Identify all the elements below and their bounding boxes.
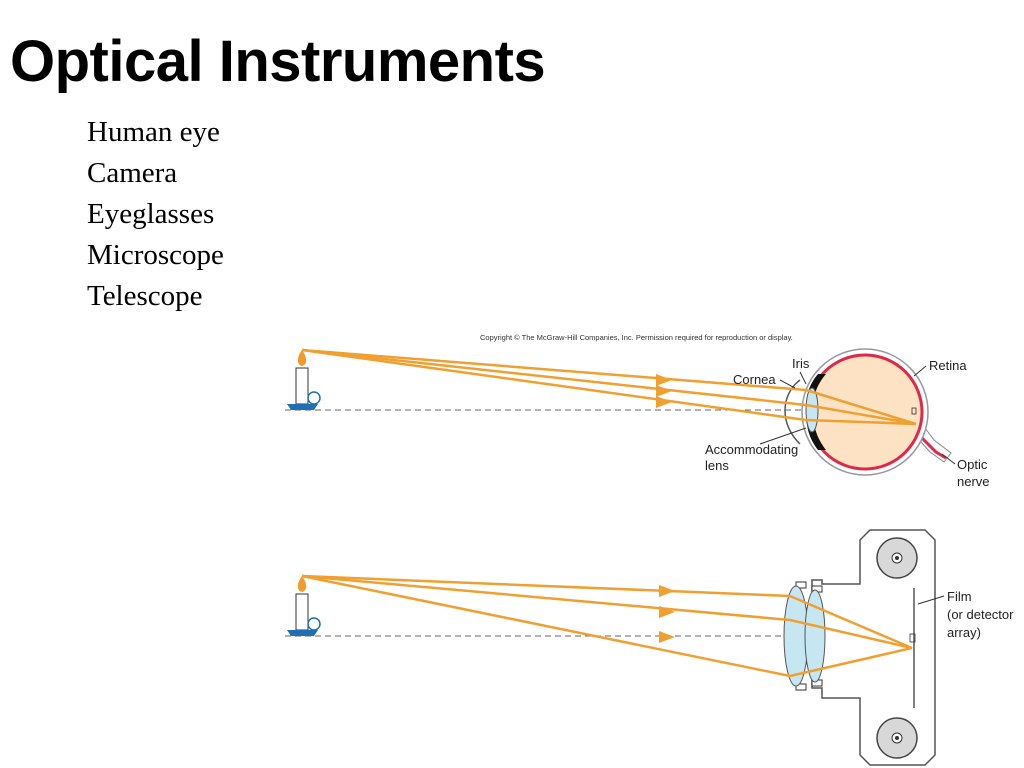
camera-rays xyxy=(301,574,913,678)
candle-icon xyxy=(287,350,321,410)
list-item: Eyeglasses xyxy=(87,198,215,230)
film-label-line3: array) xyxy=(947,625,981,640)
accommodating-lens-label: Accommodating xyxy=(705,442,798,457)
film-spool xyxy=(876,537,918,579)
eye-diagram: Iris Cornea Retina Accommodating lens Op… xyxy=(285,348,990,489)
accommodating-lens xyxy=(805,387,819,433)
film-label: Film xyxy=(947,589,972,604)
eyeball xyxy=(784,348,952,476)
film-label-line2: (or detector xyxy=(947,607,1014,622)
retina-label: Retina xyxy=(929,358,967,373)
list-item: Telescope xyxy=(87,280,203,312)
camera-lens xyxy=(804,589,826,683)
cornea xyxy=(784,379,801,445)
list-item: Camera xyxy=(87,157,178,189)
candle-icon xyxy=(287,576,321,636)
eye-rays xyxy=(301,348,917,426)
list-item: Human eye xyxy=(87,116,220,148)
copyright-notice: Copyright © The McGraw-Hill Companies, I… xyxy=(480,333,793,342)
cornea-label: Cornea xyxy=(733,372,776,387)
optic-nerve-label-line2: nerve xyxy=(957,474,990,489)
ray-arrows xyxy=(656,374,672,408)
camera-body xyxy=(811,529,936,766)
instrument-list: Human eye Camera Eyeglasses Microscope T… xyxy=(87,112,224,317)
retina xyxy=(806,353,924,471)
slide-title: Optical Instruments xyxy=(10,29,546,94)
optic-nerve-label: Optic xyxy=(957,457,988,472)
iris-label: Iris xyxy=(792,356,810,371)
camera-diagram: Film (or detector array) xyxy=(285,529,1014,766)
list-item: Microscope xyxy=(87,239,224,271)
film-spool xyxy=(876,717,918,759)
accommodating-lens-label-line2: lens xyxy=(705,458,729,473)
ray-arrows xyxy=(659,585,675,643)
